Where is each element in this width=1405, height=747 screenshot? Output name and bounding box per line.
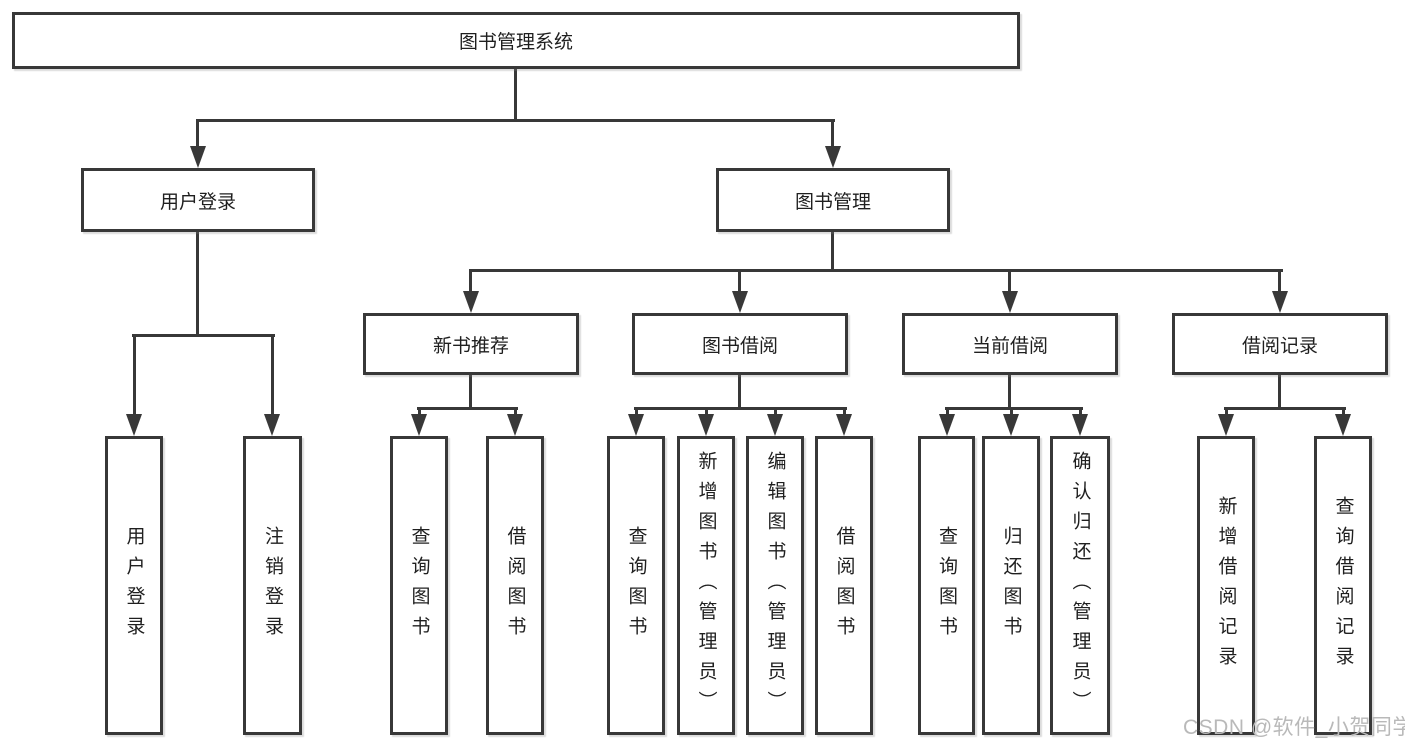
leaf-label: 查询图书 — [625, 525, 647, 646]
arrow-down — [411, 414, 427, 436]
arrow-down — [732, 291, 748, 313]
connector-line — [1224, 407, 1346, 410]
node-new-book-recommend: 新书推荐 — [363, 313, 579, 375]
connector-line — [1079, 407, 1082, 418]
leaf-label: 查询图书 — [936, 525, 957, 646]
leaf-confirm-return-admin: 确认归还（管理员） — [1050, 436, 1110, 735]
arrow-down — [507, 414, 523, 436]
arrow-down — [463, 291, 479, 313]
leaf-borrow-book-recommend: 借阅图书 — [486, 436, 544, 735]
arrow-down — [767, 414, 783, 436]
node-borrow-records: 借阅记录 — [1172, 313, 1388, 375]
leaf-borrow-book: 借阅图书 — [815, 436, 873, 735]
connector-line — [417, 407, 518, 410]
connector-line — [831, 119, 834, 149]
connector-line — [843, 407, 846, 418]
connector-line — [1008, 269, 1011, 295]
leaf-label: 新增借阅记录 — [1215, 495, 1237, 676]
arrow-down — [698, 414, 714, 436]
connector-line — [635, 407, 638, 418]
connector-line — [469, 269, 472, 295]
leaf-label: 借阅图书 — [833, 525, 855, 646]
arrow-down — [628, 414, 644, 436]
connector-line — [469, 372, 472, 410]
node-book-management: 图书管理 — [716, 168, 950, 232]
leaf-query-book-recommend: 查询图书 — [390, 436, 448, 735]
node-user-login: 用户登录 — [81, 168, 315, 232]
leaf-query-book-current: 查询图书 — [918, 436, 975, 735]
connector-line — [271, 334, 274, 416]
leaf-label: 新增图书（管理员） — [695, 450, 717, 721]
leaf-label: 查询借阅记录 — [1332, 495, 1354, 676]
connector-line — [705, 407, 708, 418]
connector-line — [1342, 407, 1345, 418]
connector-line — [946, 407, 949, 418]
arrow-down — [1272, 291, 1288, 313]
connector-line — [132, 334, 275, 337]
leaf-return-book: 归还图书 — [982, 436, 1040, 735]
leaf-label: 借阅图书 — [504, 525, 526, 646]
arrow-down — [1003, 414, 1019, 436]
node-root: 图书管理系统 — [12, 12, 1020, 69]
leaf-label: 确认归还（管理员） — [1069, 450, 1091, 721]
arrow-down — [126, 414, 142, 436]
arrow-down — [264, 414, 280, 436]
arrow-down — [1335, 414, 1351, 436]
connector-line — [469, 269, 1283, 272]
connector-line — [1225, 407, 1228, 418]
connector-line — [133, 334, 136, 416]
connector-line — [196, 229, 199, 337]
leaf-label: 注销登录 — [262, 525, 283, 646]
leaf-logout: 注销登录 — [243, 436, 302, 735]
leaf-user-login: 用户登录 — [105, 436, 163, 735]
arrow-down — [939, 414, 955, 436]
leaf-label: 用户登录 — [123, 525, 145, 646]
leaf-edit-book-admin: 编辑图书（管理员） — [746, 436, 804, 735]
arrow-down — [190, 146, 206, 168]
arrow-down — [1218, 414, 1234, 436]
connector-line — [831, 229, 834, 272]
leaf-label: 查询图书 — [408, 525, 430, 646]
arrow-down — [825, 146, 841, 168]
leaf-query-borrow-record: 查询借阅记录 — [1314, 436, 1372, 735]
leaf-label: 归还图书 — [1000, 525, 1022, 646]
connector-line — [1008, 372, 1011, 410]
leaf-add-book-admin: 新增图书（管理员） — [677, 436, 735, 735]
connector-line — [514, 407, 517, 418]
connector-line — [1278, 372, 1281, 410]
leaf-query-book-borrow: 查询图书 — [607, 436, 665, 735]
connector-line — [196, 119, 199, 149]
watermark: CSDN @软件_小贺同学 — [1183, 716, 1405, 739]
connector-line — [514, 69, 517, 121]
arrow-down — [1072, 414, 1088, 436]
connector-line — [634, 407, 847, 410]
connector-line — [774, 407, 777, 418]
leaf-add-borrow-record: 新增借阅记录 — [1197, 436, 1255, 735]
node-current-borrow: 当前借阅 — [902, 313, 1118, 375]
connector-line — [945, 407, 1083, 410]
node-book-borrow: 图书借阅 — [632, 313, 848, 375]
arrow-down — [836, 414, 852, 436]
connector-line — [1010, 407, 1013, 418]
connector-line — [1278, 269, 1281, 295]
connector-line — [197, 119, 835, 122]
connector-line — [738, 269, 741, 295]
connector-line — [418, 407, 421, 418]
arrow-down — [1002, 291, 1018, 313]
leaf-label: 编辑图书（管理员） — [764, 450, 786, 721]
connector-line — [738, 372, 741, 410]
